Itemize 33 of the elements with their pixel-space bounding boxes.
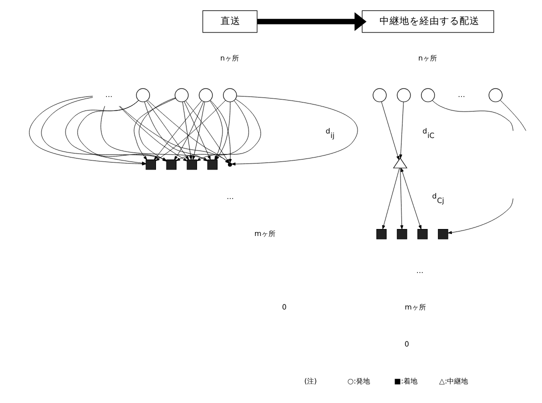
node-point xyxy=(228,162,232,167)
node-box xyxy=(438,228,448,240)
node-circle xyxy=(223,88,237,102)
arrow xyxy=(382,168,400,230)
node-circle xyxy=(174,88,189,102)
node-circle xyxy=(396,88,411,102)
node-circle xyxy=(421,88,435,102)
node-circle xyxy=(488,88,503,102)
arrow xyxy=(399,102,404,159)
connector xyxy=(432,100,514,132)
node-box xyxy=(166,160,177,170)
arrow xyxy=(174,102,204,160)
node-triangle xyxy=(392,157,408,168)
arrow xyxy=(257,12,366,31)
node-circle xyxy=(198,88,213,102)
node-box xyxy=(207,160,218,170)
node-circle xyxy=(136,88,150,102)
arrow xyxy=(192,102,205,160)
connector xyxy=(500,100,526,131)
arrow xyxy=(400,168,404,230)
arrow xyxy=(448,198,514,234)
node-box xyxy=(396,228,408,240)
arrow xyxy=(400,168,422,230)
node-box xyxy=(186,160,198,170)
node-box xyxy=(146,160,156,170)
node-box: 直送 xyxy=(202,10,258,33)
node-box: 中継地を経由する配送 xyxy=(362,10,494,33)
node-circle xyxy=(372,88,387,102)
node-box xyxy=(417,228,428,240)
arrow xyxy=(381,101,400,160)
arrow xyxy=(231,96,358,166)
arrow xyxy=(182,102,192,160)
node-box xyxy=(376,228,387,240)
